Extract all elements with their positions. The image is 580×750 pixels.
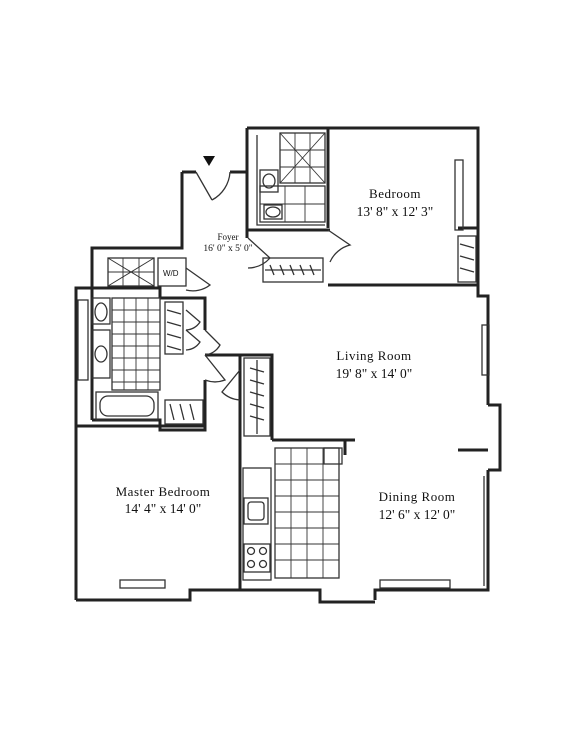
washer-dryer: W/D (163, 269, 179, 278)
label-living-room: Living Room 19' 8" x 14' 0" (336, 348, 413, 381)
windows (77, 159, 490, 589)
closet-hall (243, 357, 271, 437)
toilet-left (91, 297, 111, 325)
bedroom-dimensions: 13' 8" x 12' 3" (357, 204, 434, 219)
label-bedroom: Bedroom 13' 8" x 12' 3" (357, 186, 434, 219)
master-bedroom-name: Master Bedroom (116, 484, 211, 499)
wd-label: W/D (163, 269, 179, 278)
dining-room-dimensions: 12' 6" x 12' 0" (379, 507, 456, 522)
tile-bath-left (111, 297, 161, 391)
closet-linen (164, 301, 184, 355)
foyer-name: Foyer (218, 232, 239, 242)
living-room-name: Living Room (336, 348, 411, 363)
bathtub (95, 391, 159, 421)
label-dining-room: Dining Room 12' 6" x 12' 0" (379, 489, 456, 522)
toilet-upper (259, 169, 283, 220)
tile-foyer-closet (107, 257, 155, 287)
closet-bedroom-right (457, 235, 477, 283)
label-master-bedroom: Master Bedroom 14' 4" x 14' 0" (116, 484, 211, 516)
foyer-dimensions: 16' 0" x 5' 0" (203, 244, 252, 254)
outer-walls (74, 126, 502, 604)
living-room-dimensions: 19' 8" x 14' 0" (336, 366, 413, 381)
kitchen-stove (243, 543, 271, 573)
kitchen-counter (242, 447, 343, 581)
doors (185, 171, 352, 401)
label-foyer: Foyer 16' 0" x 5' 0" (203, 232, 252, 254)
bedroom-name: Bedroom (369, 186, 421, 201)
kitchen-sink (243, 497, 269, 525)
master-bedroom-dimensions: 14' 4" x 14' 0" (125, 501, 202, 516)
tile-kitchen (274, 447, 340, 579)
closet-master (164, 399, 204, 425)
sink-left (91, 329, 111, 379)
tile-bath-upper (259, 132, 326, 223)
dining-room-name: Dining Room (379, 489, 456, 504)
closet-bedroom (265, 264, 321, 276)
entry-arrow-icon (203, 156, 215, 166)
